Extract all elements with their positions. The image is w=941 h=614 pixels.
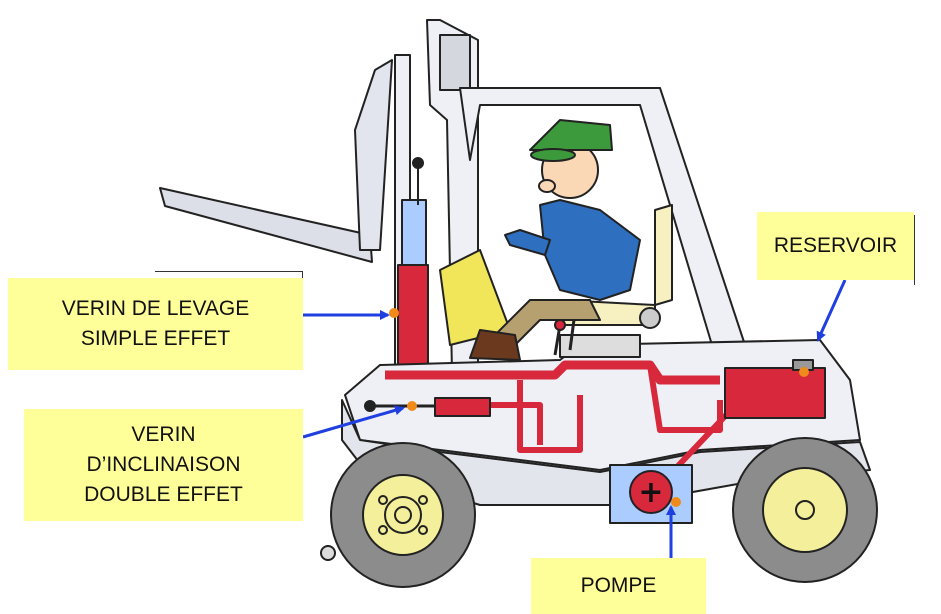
label-verin-levage-line1: VERIN DE LEVAGE	[62, 294, 250, 324]
label-verin-inclinaison-line1: VERIN	[131, 420, 195, 450]
label-reservoir-text: RESERVOIR	[774, 231, 897, 261]
label-verin-levage-line2: SIMPLE EFFET	[81, 324, 230, 354]
label-frame-line	[914, 215, 915, 285]
label-verin-inclinaison-line2: D’INCLINAISON	[86, 450, 240, 480]
marker-dot-icon	[389, 308, 399, 318]
label-pompe-text: POMPE	[581, 571, 657, 601]
label-reservoir: RESERVOIR	[757, 212, 914, 280]
label-verin-inclinaison-line3: DOUBLE EFFET	[84, 480, 243, 510]
label-pompe: POMPE	[531, 558, 706, 614]
label-verin-levage: VERIN DE LEVAGE SIMPLE EFFET	[8, 278, 303, 370]
arrow-icon	[818, 280, 845, 340]
marker-dot-icon	[799, 367, 809, 377]
marker-dot-icon	[407, 401, 417, 411]
label-verin-inclinaison: VERIN D’INCLINAISON DOUBLE EFFET	[24, 409, 303, 521]
marker-dot-icon	[671, 497, 681, 507]
label-frame-line	[155, 271, 303, 272]
pump-plus-symbol: +	[638, 475, 663, 510]
